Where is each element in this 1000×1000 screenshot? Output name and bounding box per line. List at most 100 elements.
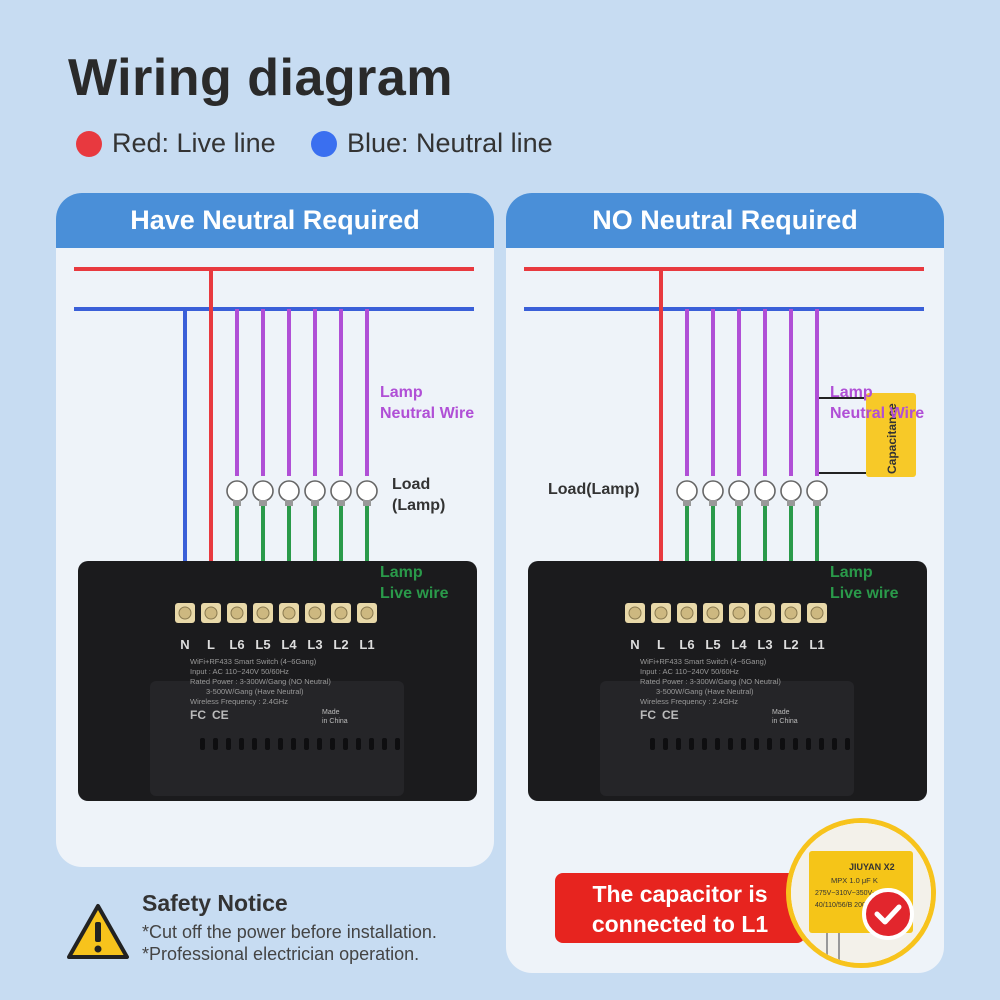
vent-slot xyxy=(754,738,759,750)
terminal-screw xyxy=(651,603,671,623)
red-dot-icon xyxy=(76,130,102,157)
lamp-bulb-icon xyxy=(780,480,802,506)
terminal-label: N xyxy=(630,637,639,652)
callout-line-1: The capacitor is xyxy=(592,881,768,907)
lamp-wires xyxy=(226,309,378,603)
vent-slot xyxy=(702,738,707,750)
capacitor-photo: JIUYAN X2 MPX 1.0 μF K 275V~310V~350V~ 4… xyxy=(786,818,936,968)
vent-slot xyxy=(343,738,348,750)
terminal-label: N xyxy=(180,637,189,652)
cap-text-1: JIUYAN X2 xyxy=(849,862,895,872)
vent-slot xyxy=(226,738,231,750)
safety-title: Safety Notice xyxy=(142,890,288,916)
callout-line-2: connected to L1 xyxy=(591,911,769,937)
terminal-screw xyxy=(279,603,299,623)
device-label-plate xyxy=(150,681,404,796)
terminal-screw xyxy=(357,603,377,623)
load-label-2: (Lamp) xyxy=(392,497,445,514)
panel-header: Have Neutral Required xyxy=(56,193,494,248)
terminal-screw xyxy=(331,603,351,623)
capacitor-box xyxy=(866,393,916,477)
lamp-bulb-icon xyxy=(676,480,698,506)
terminal-screw xyxy=(201,603,221,623)
vent-slot xyxy=(200,738,205,750)
lamp-bulb-icon xyxy=(278,480,300,506)
vent-slot xyxy=(252,738,257,750)
check-icon xyxy=(862,888,914,940)
terminal-label: L3 xyxy=(307,637,322,652)
terminal-screw xyxy=(253,603,273,623)
legend-blue-label: Blue: Neutral line xyxy=(347,128,553,158)
warning-icon xyxy=(67,904,129,959)
terminal-label: L xyxy=(207,637,215,652)
made-in-label: Made xyxy=(322,709,340,716)
lamp-bulb-icon xyxy=(702,480,724,506)
page-title: Wiring diagram xyxy=(68,49,454,107)
terminal-screw xyxy=(807,603,827,623)
safety-line-2: *Professional electrician operation. xyxy=(142,944,420,964)
device-label-text: Input : AC 110~240V 50/60Hz xyxy=(190,667,289,676)
vent-slot xyxy=(317,738,322,750)
vent-slot xyxy=(689,738,694,750)
device-label-text: Rated Power : 3-300W/Gang (NO Neutral) xyxy=(190,677,331,686)
device-label-text: WiFi+RF433 Smart Switch (4~6Gang) xyxy=(640,657,767,666)
terminal-screw xyxy=(625,603,645,623)
lamp-wires xyxy=(676,309,828,603)
terminal-label: L4 xyxy=(731,637,747,652)
blue-dot-icon xyxy=(311,130,337,157)
capacitor-callout: The capacitor is connected to L1 xyxy=(555,873,805,943)
made-in-label: Made xyxy=(772,709,790,716)
lamp-bulb-icon xyxy=(252,480,274,506)
terminal-label: L1 xyxy=(809,637,824,652)
terminal-screw xyxy=(703,603,723,623)
vent-slot xyxy=(330,738,335,750)
ce-mark: CE xyxy=(212,708,229,722)
lamp-neutral-label-2: Neutral Wire xyxy=(380,405,474,422)
vent-slot xyxy=(304,738,309,750)
capacitor-image: JIUYAN X2 MPX 1.0 μF K 275V~310V~350V~ 4… xyxy=(791,823,931,963)
terminal-label: L2 xyxy=(783,637,798,652)
device-label-text: WiFi+RF433 Smart Switch (4~6Gang) xyxy=(190,657,317,666)
fcc-mark: FC xyxy=(640,708,656,722)
device-label-text: 3-500W/Gang (Have Neutral) xyxy=(656,687,754,696)
vent-slot xyxy=(819,738,824,750)
terminal-label: L4 xyxy=(281,637,297,652)
vent-slot xyxy=(845,738,850,750)
made-in-label: in China xyxy=(772,718,798,725)
lamp-bulb-icon xyxy=(356,480,378,506)
terminal-label: L6 xyxy=(679,637,694,652)
panel-header: NO Neutral Required xyxy=(506,193,944,248)
lamp-neutral-label-1: Lamp xyxy=(830,384,873,401)
vent-slot xyxy=(213,738,218,750)
lamp-live-label-1: Lamp xyxy=(380,564,423,581)
device-label-plate xyxy=(600,681,854,796)
terminal-screw xyxy=(729,603,749,623)
vent-slot xyxy=(741,738,746,750)
vent-slot xyxy=(767,738,772,750)
cap-text-2: MPX 1.0 μF K xyxy=(831,876,878,885)
fcc-mark: FC xyxy=(190,708,206,722)
vent-slot xyxy=(369,738,374,750)
lamp-bulb-icon xyxy=(304,480,326,506)
lamp-bulb-icon xyxy=(226,480,248,506)
terminal-label: L3 xyxy=(757,637,772,652)
vent-slot xyxy=(832,738,837,750)
vent-slot xyxy=(395,738,400,750)
vent-slot xyxy=(650,738,655,750)
load-label-1: Load xyxy=(392,476,430,493)
terminal-screw xyxy=(781,603,801,623)
vent-slot xyxy=(663,738,668,750)
terminal-label: L6 xyxy=(229,637,244,652)
terminal-label: L5 xyxy=(255,637,270,652)
vent-slot xyxy=(291,738,296,750)
vent-slot xyxy=(382,738,387,750)
lamp-neutral-label-1: Lamp xyxy=(380,384,423,401)
lamp-neutral-label-2: Neutral Wire xyxy=(830,405,924,422)
vent-slot xyxy=(780,738,785,750)
